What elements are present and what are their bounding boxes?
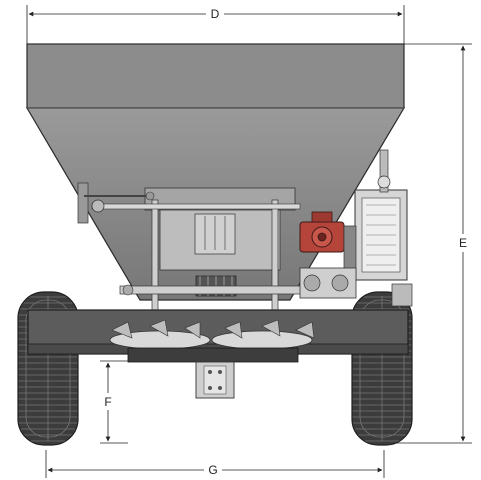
dimension-e-label: E: [459, 236, 467, 250]
drive-assembly: [299, 149, 413, 307]
dimension-d: D: [26, 5, 405, 44]
hitch-bracket: [195, 361, 235, 399]
metering-mechanism: [77, 182, 311, 336]
spinner-discs: [109, 319, 315, 363]
dimension-g-label: G: [208, 463, 217, 477]
dimension-g: G: [45, 450, 385, 478]
dimension-e: E: [386, 43, 472, 444]
gearbox: [299, 211, 345, 253]
dimension-f-label: F: [104, 395, 111, 409]
dimension-d-label: D: [211, 7, 220, 21]
adjustment-lever: [84, 191, 155, 201]
main-frame: [27, 309, 409, 355]
dimension-f: F: [100, 360, 128, 444]
